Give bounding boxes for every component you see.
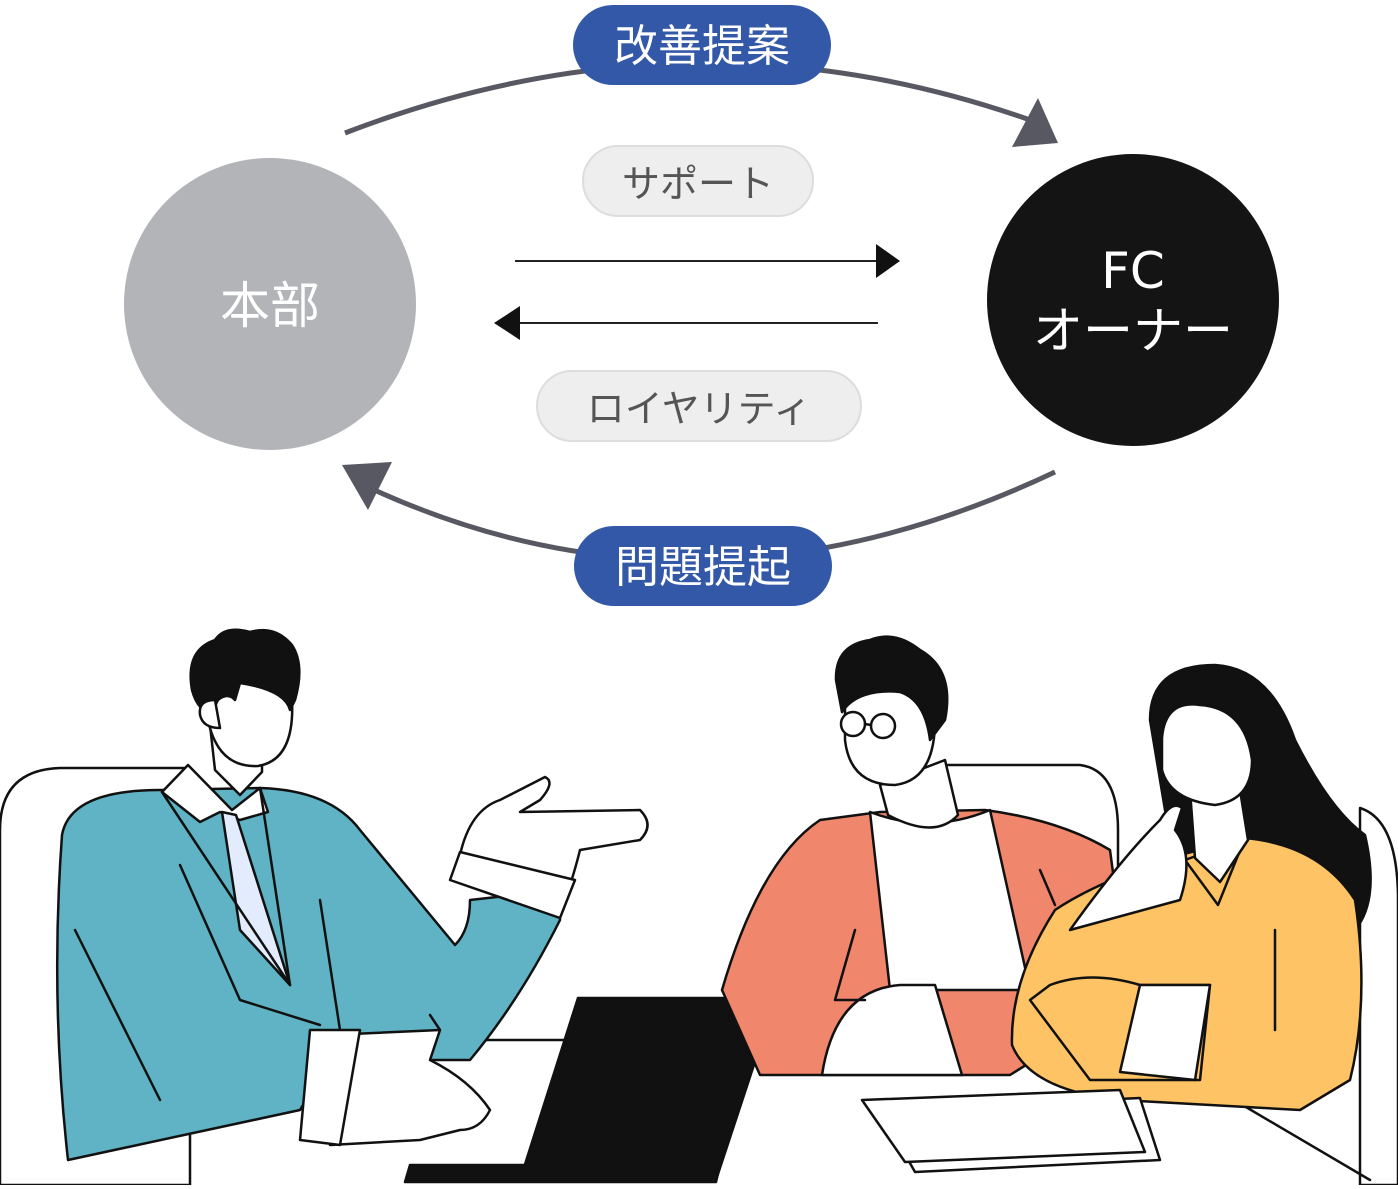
top-flow-pill: 改善提案 [573,5,831,85]
woman-face [1160,703,1254,807]
support-arrow [515,244,900,278]
owner-label-line2: オーナー [1033,302,1233,360]
royalty-arrow [494,306,878,340]
bottom-arrowhead [342,462,392,510]
top-flow-label: 改善提案 [614,21,790,72]
headquarters-label: 本部 [220,277,320,335]
royalty-label: ロイヤリティ [587,387,812,431]
suit-fold-3 [73,928,162,1102]
laptop-screen [518,996,775,1182]
woman-fold-2 [1038,868,1057,907]
man-hair [189,628,301,714]
royalty-pill: ロイヤリティ [536,370,862,442]
top-arrowhead [1012,98,1058,147]
man-in-suit [55,628,649,1162]
lapel-right [258,786,292,987]
man-lower-cuff [298,1028,362,1147]
suit-fold [178,863,322,1027]
suit-fold-2 [318,898,342,1032]
man-ear [198,698,222,730]
laptop-base [403,1163,722,1184]
glasses-icon [839,710,897,740]
middle-neck [878,758,960,829]
woman-cuff [1118,983,1212,1082]
owner-label-line1: FC [1101,242,1165,300]
support-label: サポート [622,162,774,206]
man-cuff [448,850,577,920]
shirt-collar [160,763,270,824]
middle-fold [833,928,867,1002]
bottom-flow-pill: 問題提起 [574,526,832,606]
woman [1010,663,1372,1112]
support-pill: サポート [582,145,814,217]
man-raised-hand [458,775,649,887]
right-chair [1358,806,1398,1187]
man-lower-hand [328,1013,492,1147]
woman-raised-hand [1068,804,1188,932]
papers [860,1088,1162,1174]
paper-front [860,1088,1147,1164]
laptop [403,996,775,1184]
lapel-left [160,790,292,987]
meeting-illustration [0,628,1398,1187]
middle-hair [834,635,949,742]
headquarters-node: 本部 [124,158,416,450]
bottom-flow-label: 問題提起 [615,542,791,593]
owner-node: FC オーナー [987,154,1279,446]
